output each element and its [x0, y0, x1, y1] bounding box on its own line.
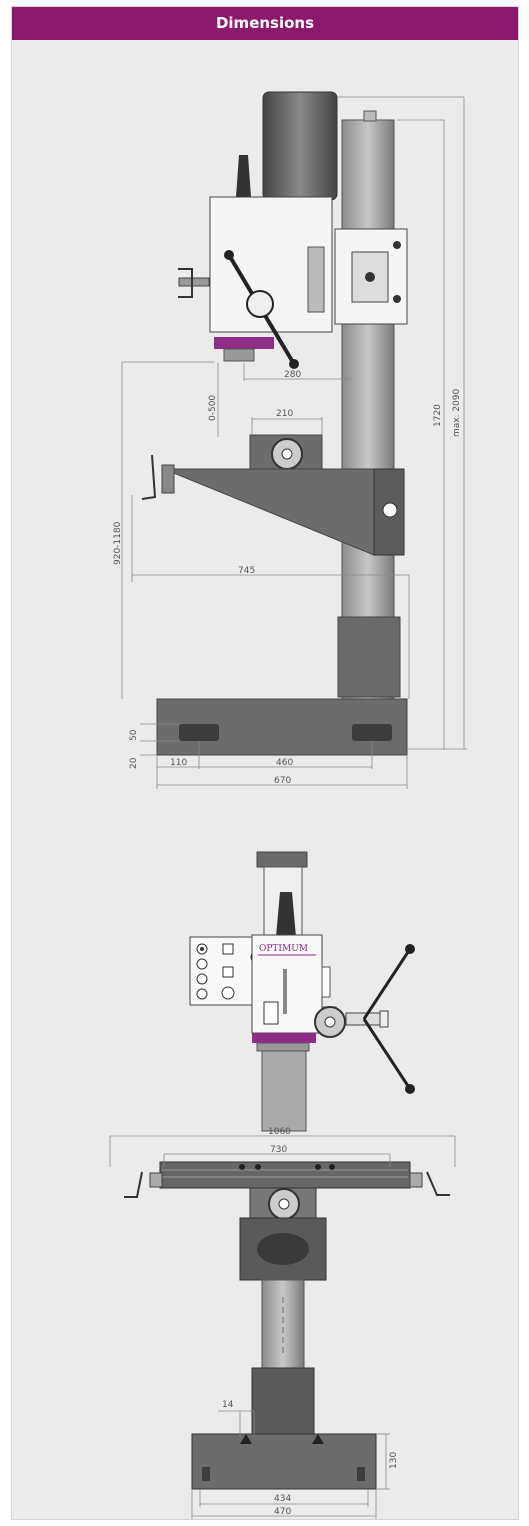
dim-470: 470: [274, 1507, 291, 1517]
dim-20: 20: [129, 757, 139, 769]
dim-920-1180: 920-1180: [113, 521, 123, 565]
section-title: Dimensions: [215, 14, 315, 32]
dim-670: 670: [274, 776, 291, 786]
dim-50: 50: [129, 729, 139, 741]
dim-745: 745: [238, 566, 255, 576]
dim-1060: 1060: [268, 1127, 291, 1137]
dim-110: 110: [170, 758, 187, 768]
front-table: [159, 1161, 411, 1189]
dim-210: 210: [276, 409, 293, 419]
dim-434: 434: [274, 1494, 291, 1504]
dim-1720: 1720: [433, 404, 443, 427]
brand-logo-text: OPTIMUM: [259, 944, 308, 954]
dim-460: 460: [276, 758, 293, 768]
dim-730: 730: [270, 1145, 287, 1155]
side-column: [341, 119, 395, 701]
dim-0-500: 0-500: [208, 395, 218, 421]
side-view: 1720 max. 2090 280 0-500 210 920-1180 74…: [113, 91, 467, 789]
dim-130: 130: [389, 1452, 399, 1469]
dim-max-2090: max. 2090: [452, 388, 462, 437]
front-base: [191, 1433, 377, 1490]
section-header: Dimensions: [12, 7, 518, 40]
technical-drawing: 1720 max. 2090 280 0-500 210 920-1180 74…: [109, 91, 467, 1519]
table-arm: [163, 468, 375, 556]
dim-14: 14: [222, 1400, 234, 1410]
dim-280: 280: [284, 370, 301, 380]
motor: [262, 91, 338, 201]
front-view: OPTIMUM: [109, 851, 456, 1519]
dimensions-panel: Dimensions: [11, 6, 519, 1520]
